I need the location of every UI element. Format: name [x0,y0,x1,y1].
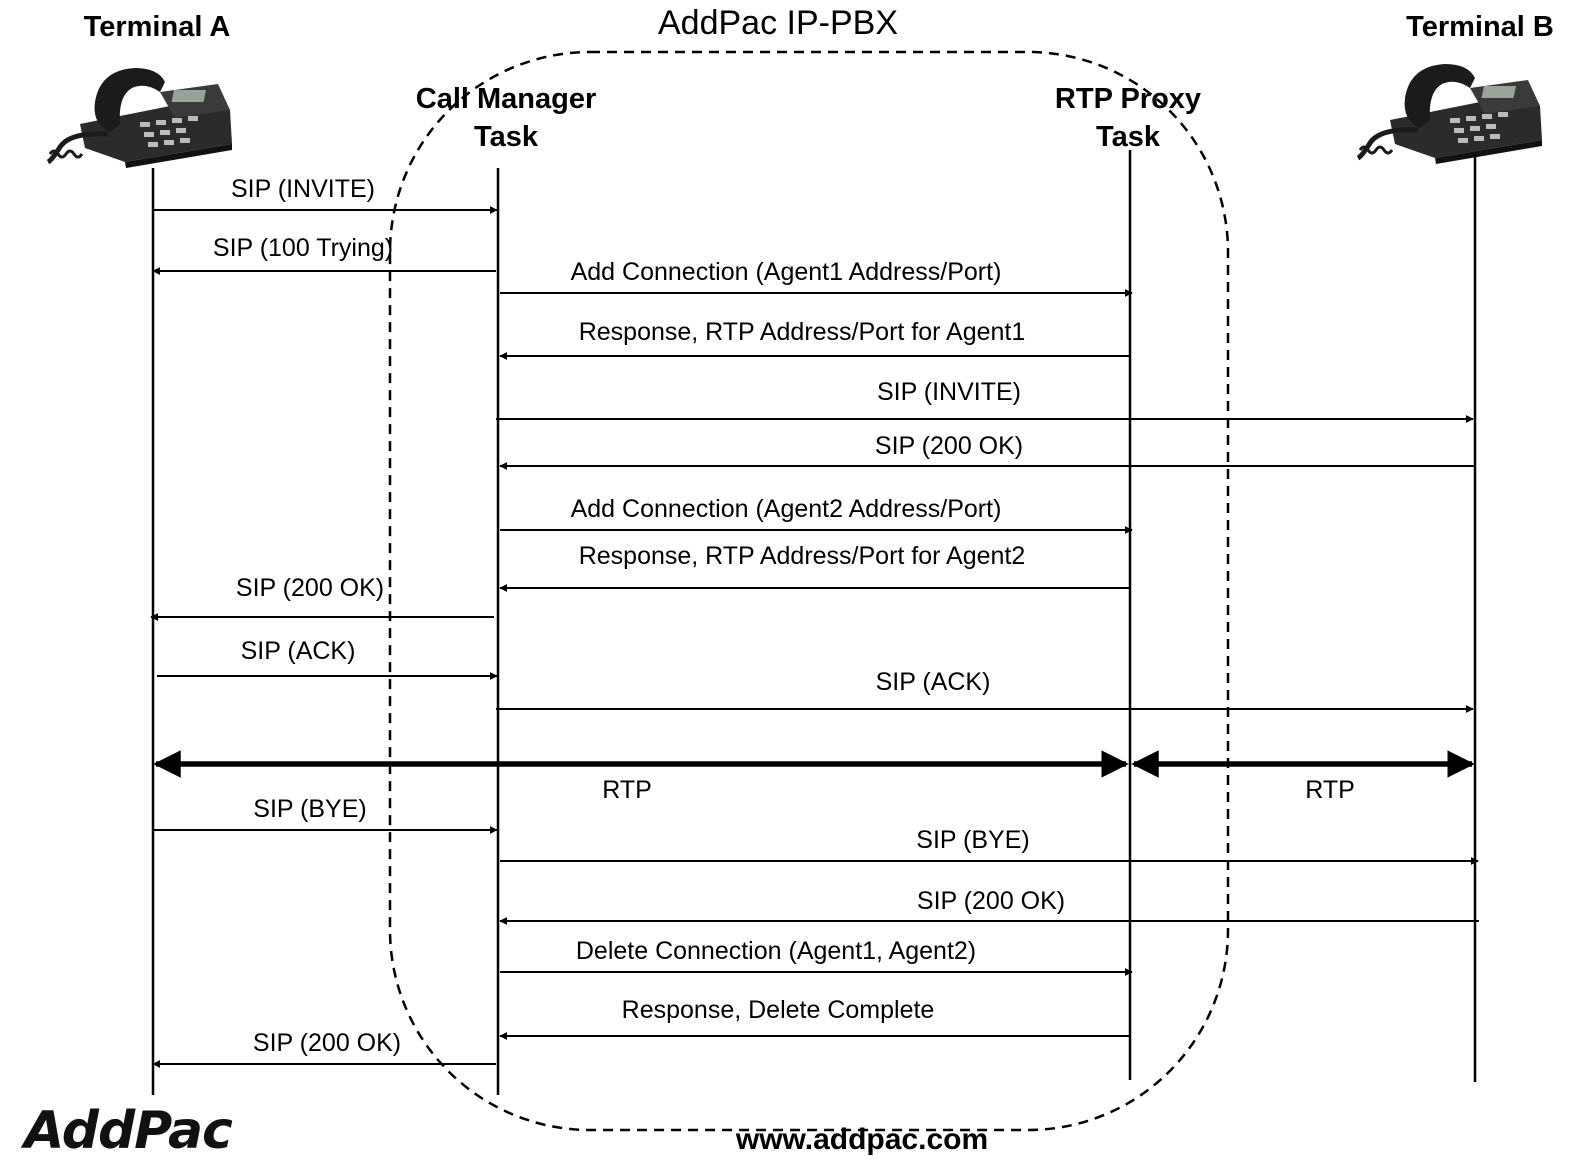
terminal-b-label: Terminal B [1406,11,1554,43]
message-label: SIP (200 OK) [917,887,1065,915]
message-label: SIP (ACK) [876,668,991,696]
call-manager-label-line2: Task [474,121,539,153]
message-label: Response, RTP Address/Port for Agent2 [579,542,1026,570]
rtp-proxy-label-line1: RTP Proxy [1055,83,1201,115]
ip-pbx-boundary [388,50,1230,1132]
call-manager-label-line1: Call Manager [416,83,597,115]
message-label: SIP (200 OK) [253,1029,401,1057]
rtp-proxy-label-line2: Task [1096,121,1161,153]
message: SIP (BYE) [153,795,498,834]
message: Response, RTP Address/Port for Agent1 [499,318,1129,360]
website-url: www.addpac.com [735,1123,988,1156]
message: SIP (200 OK) [499,432,1475,470]
message: SIP (BYE) [500,826,1479,865]
rtp-label: RTP [602,776,652,804]
desk-phone-icon [48,68,232,168]
rtp-stream: RTP [1131,750,1475,804]
message: SIP (200 OK) [150,574,494,621]
message: Add Connection (Agent1 Address/Port) [500,258,1133,297]
message-label: SIP (ACK) [241,637,356,665]
message: SIP (ACK) [157,637,498,680]
diagram-title: AddPac IP-PBX [658,4,898,42]
message: Response, RTP Address/Port for Agent2 [499,542,1129,592]
message: Response, Delete Complete [499,996,1129,1040]
message: SIP (INVITE) [496,378,1474,423]
message-label: SIP (BYE) [916,826,1029,854]
message: SIP (200 OK) [499,887,1479,925]
message: SIP (200 OK) [152,1029,496,1068]
message-label: SIP (100 Trying) [213,234,393,262]
message-label: Add Connection (Agent1 Address/Port) [571,258,1002,286]
rtp-label: RTP [1305,776,1355,804]
message: SIP (100 Trying) [152,234,496,275]
message: SIP (INVITE) [153,175,498,214]
message-label: SIP (BYE) [253,795,366,823]
message: Add Connection (Agent2 Address/Port) [500,495,1133,534]
message-label: Add Connection (Agent2 Address/Port) [571,495,1002,523]
message-label: SIP (200 OK) [875,432,1023,460]
terminal-a-label: Terminal A [84,11,231,43]
rtp-stream: RTP [153,750,1129,804]
desk-phone-icon [1358,64,1542,164]
message: SIP (ACK) [496,668,1474,713]
message-label: SIP (INVITE) [231,175,375,203]
message-label: SIP (INVITE) [877,378,1021,406]
message-label: SIP (200 OK) [236,574,384,602]
message: Delete Connection (Agent1, Agent2) [500,937,1133,976]
message-label: Response, RTP Address/Port for Agent1 [579,318,1026,346]
message-label: Response, Delete Complete [622,996,935,1024]
message-label: Delete Connection (Agent1, Agent2) [576,937,976,965]
addpac-logo: AddPac [20,1101,233,1161]
